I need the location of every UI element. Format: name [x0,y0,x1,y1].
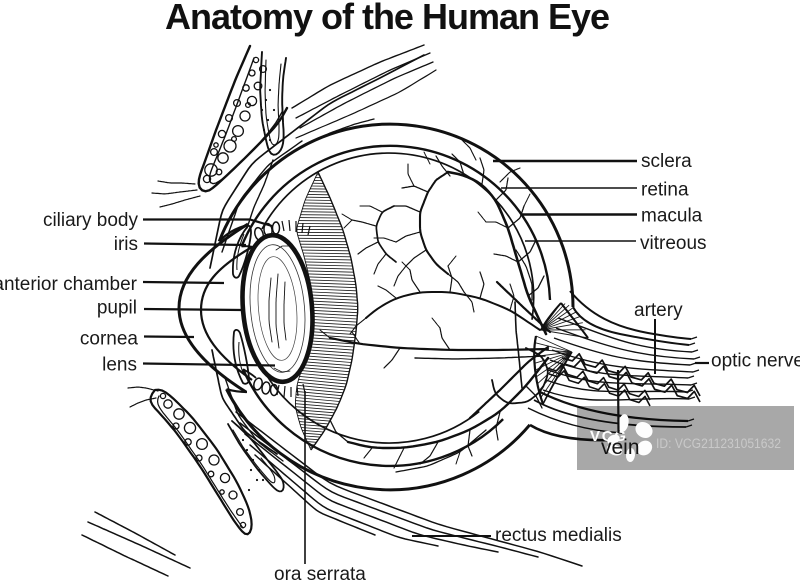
svg-text:ora serrata: ora serrata [274,564,366,581]
svg-text:macula: macula [641,206,703,227]
svg-text:sclera: sclera [641,151,692,172]
svg-text:retina: retina [641,180,689,201]
svg-text:pupil: pupil [97,298,137,319]
svg-text:artery: artery [634,300,683,321]
svg-text:optic nerve: optic nerve [711,351,800,372]
svg-text:ID: VCG211231051632: ID: VCG211231051632 [656,436,781,451]
svg-text:rectus medialis: rectus medialis [495,525,622,546]
svg-text:ciliary body: ciliary body [43,210,139,231]
svg-text:vitreous: vitreous [640,233,707,254]
svg-text:iris: iris [114,234,138,255]
svg-text:lens: lens [102,355,137,376]
svg-text:Anatomy of the Human Eye: Anatomy of the Human Eye [165,0,609,37]
svg-text:anterior chamber: anterior chamber [0,274,138,295]
svg-text:vein: vein [601,436,640,459]
svg-text:cornea: cornea [80,329,139,350]
